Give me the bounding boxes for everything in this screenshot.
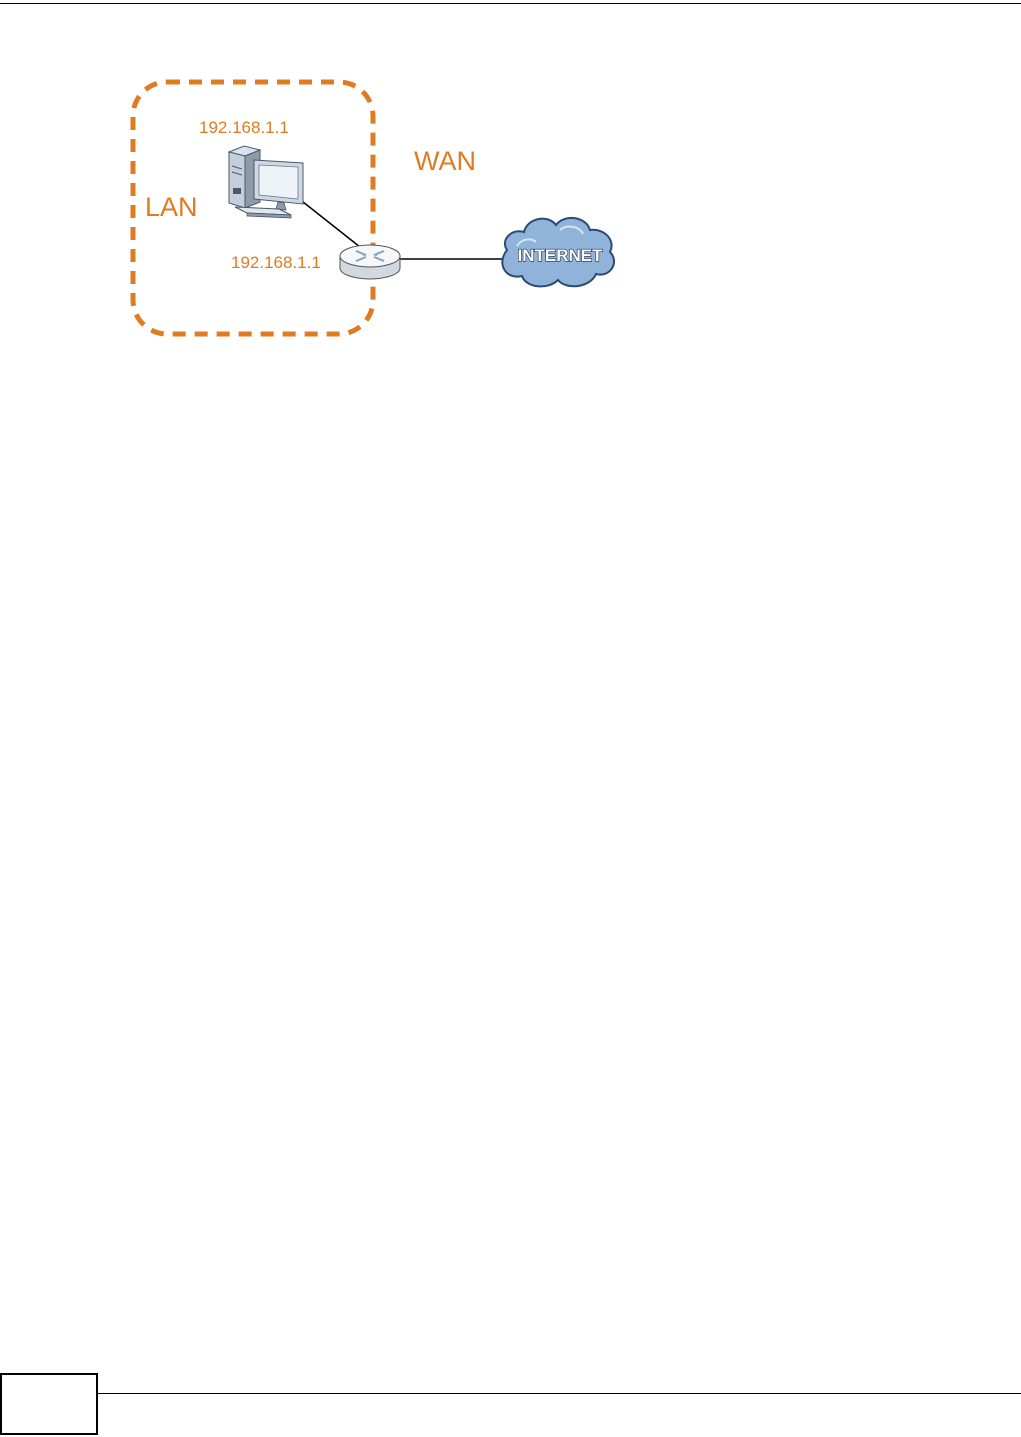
wan-label: WAN [414, 146, 476, 176]
footer-rule [0, 1393, 1021, 1394]
router-icon [340, 245, 400, 279]
network-diagram: 192.168.1.1 192.168.1.1 LAN WAN INTERNET [0, 0, 1021, 400]
router-ip-label: 192.168.1.1 [231, 253, 321, 272]
desktop-computer-icon [229, 146, 303, 218]
pc-ip-label: 192.168.1.1 [199, 118, 289, 137]
internet-label: INTERNET [518, 246, 604, 265]
pc-router-link [298, 198, 360, 247]
lan-label: LAN [145, 192, 198, 222]
page-number-box [0, 1373, 98, 1435]
